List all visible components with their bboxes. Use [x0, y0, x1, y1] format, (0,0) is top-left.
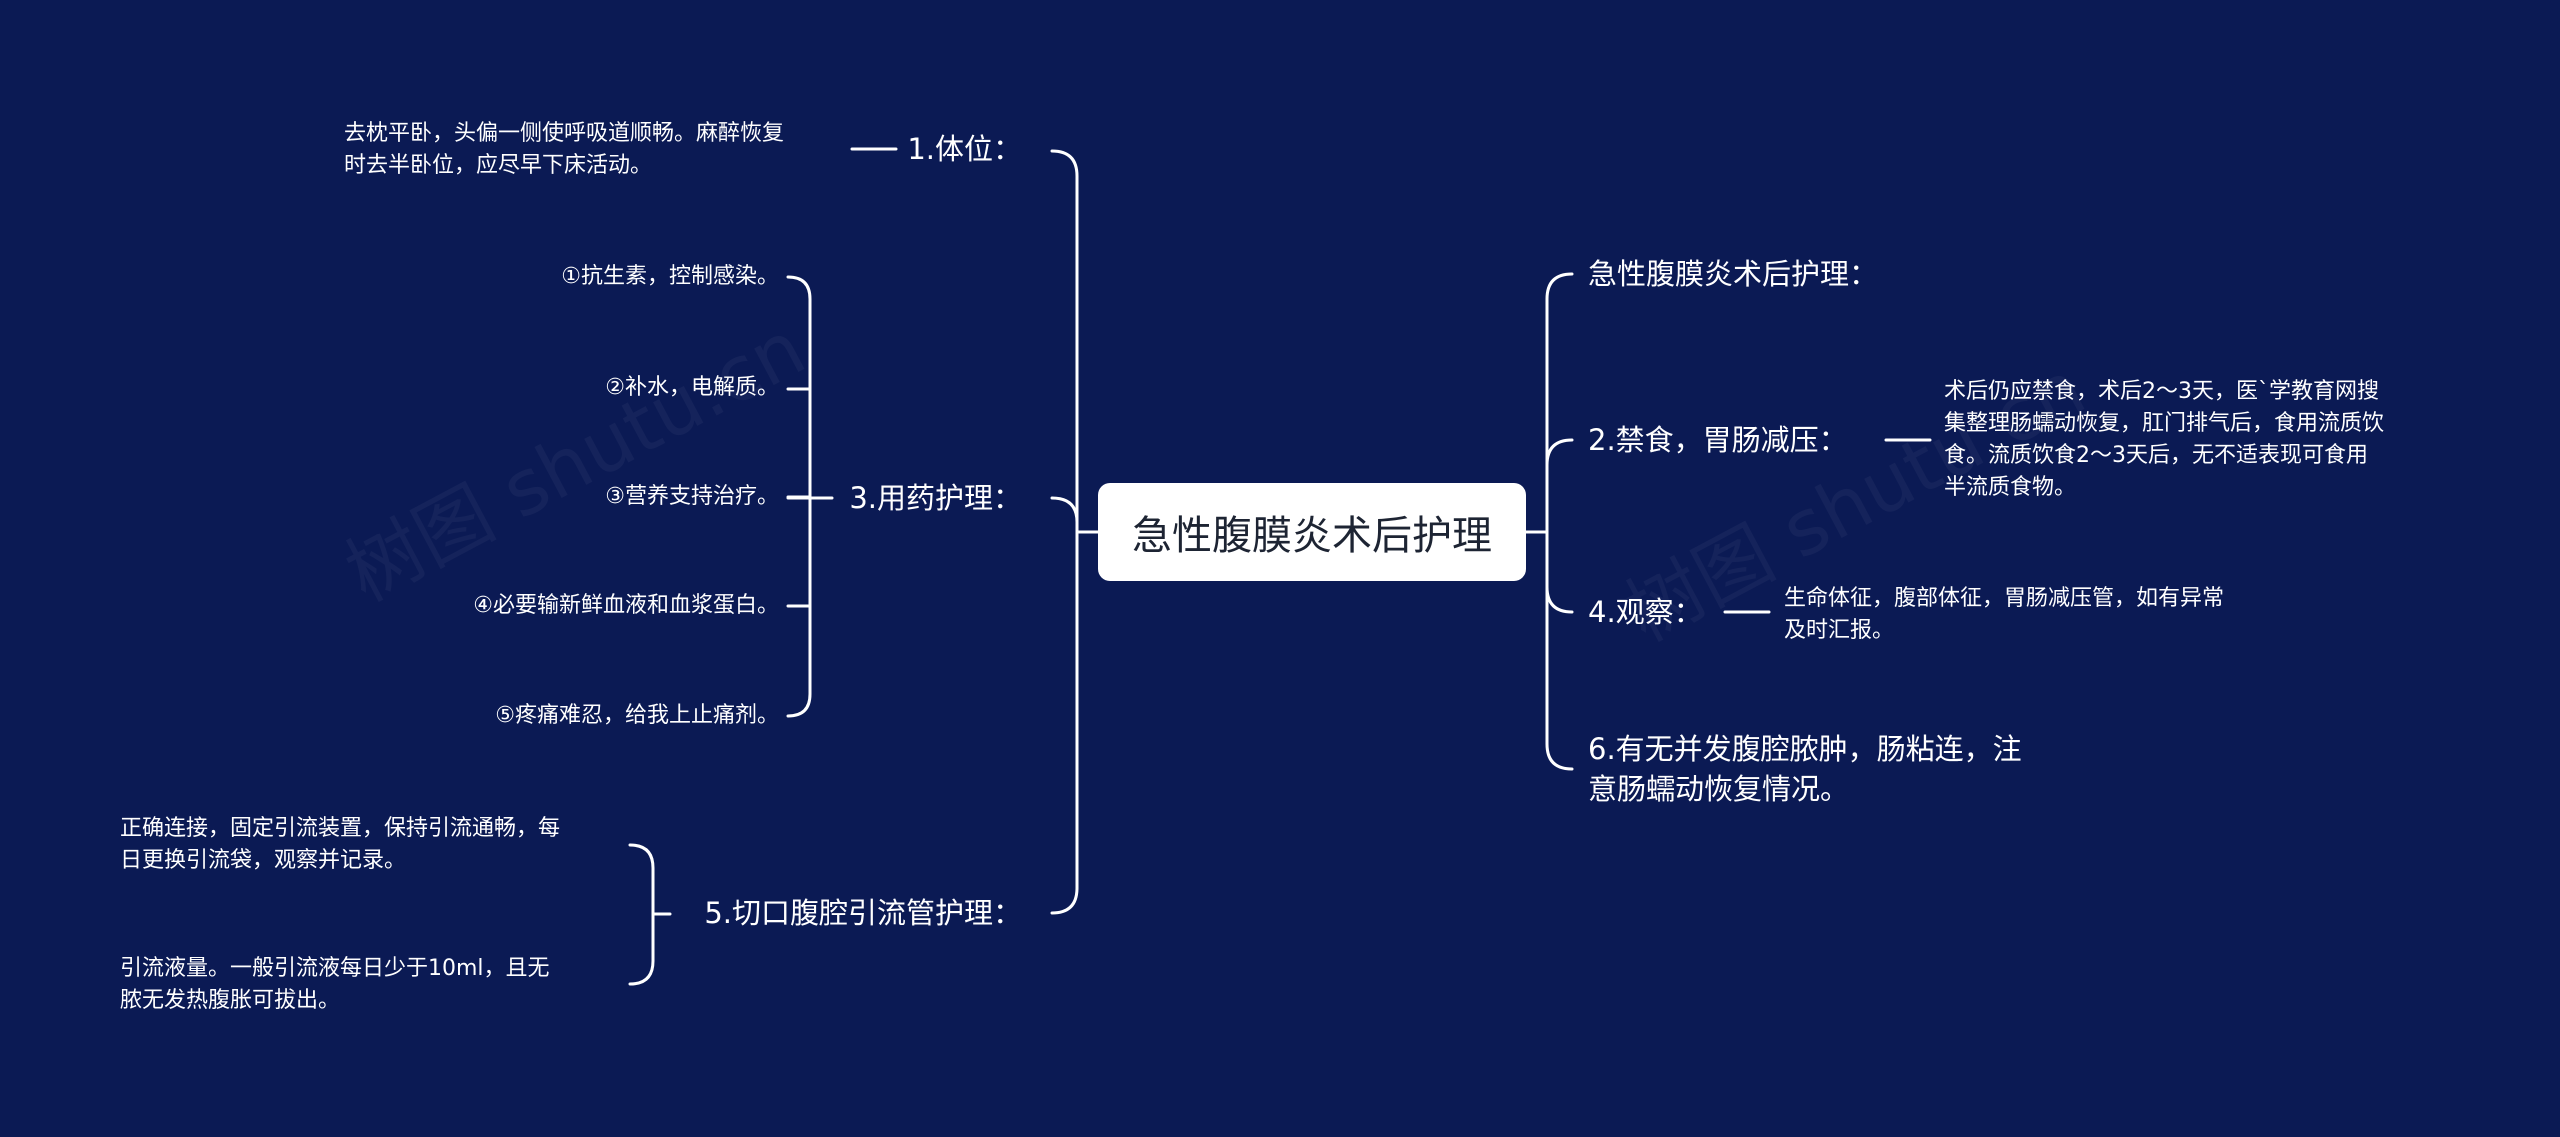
branch-6-complications[interactable]: 6.有无并发腹腔脓肿，肠粘连，注 意肠蠕动恢复情况。: [1588, 729, 2022, 809]
connector-left-bracket: [1050, 149, 1079, 915]
leaf-4-line-1: 生命体征，腹部体征，胃肠减压管，如有异常: [1784, 586, 2225, 611]
leaf-4-line-2: 及时汇报。: [1784, 618, 1895, 643]
branch-4-observation[interactable]: 4.观察：: [1588, 592, 1703, 632]
branch-1-label: 1.体位：: [907, 132, 1022, 166]
leaf-2-line-3: 食。流质饮食2～3天后，无不适表现可食用: [1944, 443, 2368, 468]
leaf-1-line-2: 时去半卧位，应尽早下床活动。: [344, 153, 653, 178]
branch-5-drainage[interactable]: 5.切口腹腔引流管护理：: [704, 893, 1022, 933]
leaf-4-observation-detail[interactable]: 生命体征，腹部体征，胃肠减压管，如有异常 及时汇报。: [1784, 583, 2224, 647]
leaf-1-position-detail[interactable]: 去枕平卧，头偏一侧使呼吸道顺畅。麻醉恢复 时去半卧位，应尽早下床活动。: [344, 118, 784, 182]
leaf-5-item-1-line-1: 正确连接，固定引流装置，保持引流通畅，每: [120, 816, 561, 841]
leaf-5-item-1-line-2: 日更换引流袋，观察并记录。: [120, 848, 407, 873]
leaf-3-item-4-text: ④必要输新鲜血液和血浆蛋白。: [473, 593, 779, 618]
branch-6-line-1: 6.有无并发腹腔脓肿，肠粘连，注: [1588, 732, 2022, 766]
leaf-5-item-2[interactable]: 引流液量。一般引流液每日少于10ml，且无 脓无发热腹胀可拔出。: [120, 953, 550, 1017]
leaf-3-item-1-text: ①抗生素，控制感染。: [561, 264, 779, 289]
connector-left-b3: [1050, 496, 1079, 524]
connector-right-b2: [1545, 438, 1574, 467]
leaf-3-item-3[interactable]: ③营养支持治疗。: [605, 481, 779, 513]
branch-6-line-2: 意肠蠕动恢复情况。: [1588, 772, 1850, 806]
connector-b5-bracket: [628, 843, 655, 986]
leaf-2-fasting-detail[interactable]: 术后仍应禁食，术后2～3天，医`学教育网搜 集整理肠蠕动恢复，肛门排气后，食用流…: [1944, 376, 2384, 504]
leaf-2-line-2: 集整理肠蠕动恢复，肛门排气后，食用流质饮: [1944, 411, 2385, 436]
leaf-3-item-5[interactable]: ⑤疼痛难忍，给我上止痛剂。: [495, 700, 779, 732]
leaf-1-line-1: 去枕平卧，头偏一侧使呼吸道顺畅。麻醉恢复: [344, 121, 785, 146]
leaf-3-item-5-text: ⑤疼痛难忍，给我上止痛剂。: [495, 703, 779, 728]
branch-0-label: 急性腹膜炎术后护理：: [1588, 257, 1879, 291]
branch-4-label: 4.观察：: [1588, 595, 1703, 629]
leaf-3-item-2-text: ②补水，电解质。: [605, 375, 779, 400]
leaf-2-line-1: 术后仍应禁食，术后2～3天，医`学教育网搜: [1944, 379, 2379, 404]
branch-3-label: 3.用药护理：: [849, 481, 1022, 515]
branch-0-header[interactable]: 急性腹膜炎术后护理：: [1588, 254, 1878, 294]
root-label: 急性腹膜炎术后护理: [1132, 513, 1492, 559]
leaf-5-item-2-line-2: 脓无发热腹胀可拔出。: [120, 988, 341, 1013]
leaf-3-item-3-text: ③营养支持治疗。: [605, 484, 779, 509]
connector-right-b4: [1545, 585, 1574, 614]
branch-5-label: 5.切口腹腔引流管护理：: [704, 896, 1022, 930]
leaf-5-item-1[interactable]: 正确连接，固定引流装置，保持引流通畅，每 日更换引流袋，观察并记录。: [120, 813, 560, 877]
leaf-3-item-4[interactable]: ④必要输新鲜血液和血浆蛋白。: [473, 590, 779, 622]
leaf-5-item-2-line-1: 引流液量。一般引流液每日少于10ml，且无: [120, 956, 550, 981]
branch-3-medication[interactable]: 3.用药护理：: [849, 478, 1022, 518]
leaf-2-line-4: 半流质食物。: [1944, 475, 2077, 500]
branch-2-fasting[interactable]: 2.禁食，胃肠减压：: [1588, 420, 1848, 460]
leaf-3-item-1[interactable]: ①抗生素，控制感染。: [561, 261, 779, 293]
branch-1-position[interactable]: 1.体位：: [907, 129, 1022, 169]
leaf-3-item-2[interactable]: ②补水，电解质。: [605, 372, 779, 404]
branch-2-label: 2.禁食，胃肠减压：: [1588, 423, 1848, 457]
connector-right-bracket: [1545, 272, 1574, 771]
root-node[interactable]: 急性腹膜炎术后护理: [1098, 483, 1526, 581]
